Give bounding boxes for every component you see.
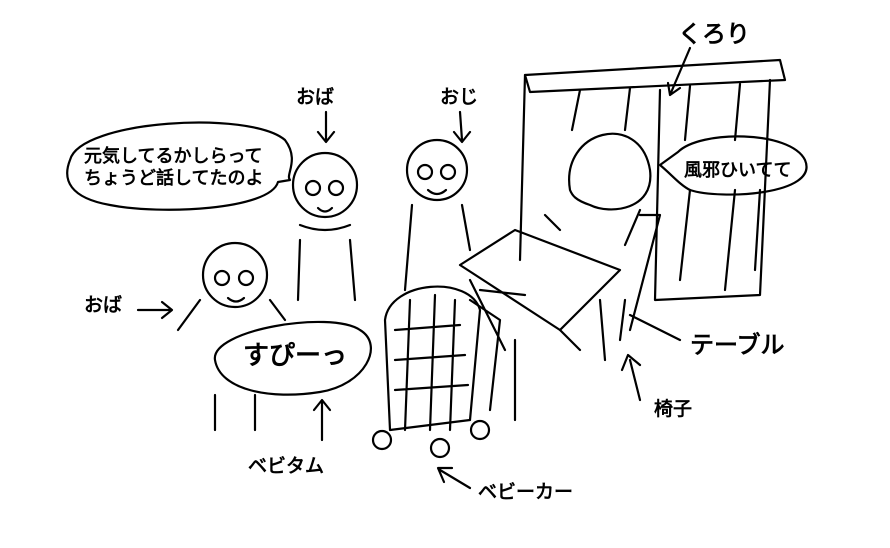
arrow-chair bbox=[620, 353, 642, 402]
label-chair: 椅子 bbox=[654, 398, 693, 420]
table-chair bbox=[458, 213, 662, 422]
arrow-stroller bbox=[436, 466, 472, 490]
label-table: テーブル bbox=[690, 331, 785, 359]
window-bars bbox=[518, 58, 787, 302]
arrow-oba-top bbox=[316, 110, 336, 144]
label-oba-left: おば bbox=[84, 294, 123, 316]
label-oba-top: おば bbox=[296, 86, 335, 108]
label-kurori: くろり bbox=[678, 20, 750, 48]
arrow-kurori bbox=[666, 46, 692, 97]
speech-text-oba: 元気してるかしらって ちょうど話してたのよ bbox=[84, 146, 263, 190]
arrow-oba-left bbox=[136, 300, 174, 320]
arrow-table bbox=[628, 313, 682, 342]
speech-bubble-baby bbox=[213, 320, 372, 396]
figure-oji bbox=[403, 138, 472, 292]
arrow-bebitamu bbox=[312, 398, 332, 442]
figure-oba-left bbox=[176, 241, 287, 432]
speech-text-baby: すぴーっ bbox=[243, 341, 348, 371]
label-bebitamu: ベビタム bbox=[248, 455, 325, 477]
speech-line-2: ちょうど話してたのよ bbox=[84, 168, 264, 189]
arrow-oji bbox=[452, 110, 472, 144]
label-oji: おじ bbox=[440, 86, 479, 108]
speech-text-kurori: 風邪ひいてて bbox=[684, 160, 792, 181]
label-stroller: ベビーカー bbox=[478, 481, 574, 503]
figure-oba-top bbox=[291, 151, 359, 302]
stroller bbox=[371, 285, 527, 459]
speech-bubble-oba bbox=[66, 121, 293, 211]
speech-line-1: 元気してるかしらって bbox=[84, 146, 263, 167]
speech-bubble-kurori bbox=[658, 135, 808, 196]
figure-kurori bbox=[543, 132, 652, 247]
